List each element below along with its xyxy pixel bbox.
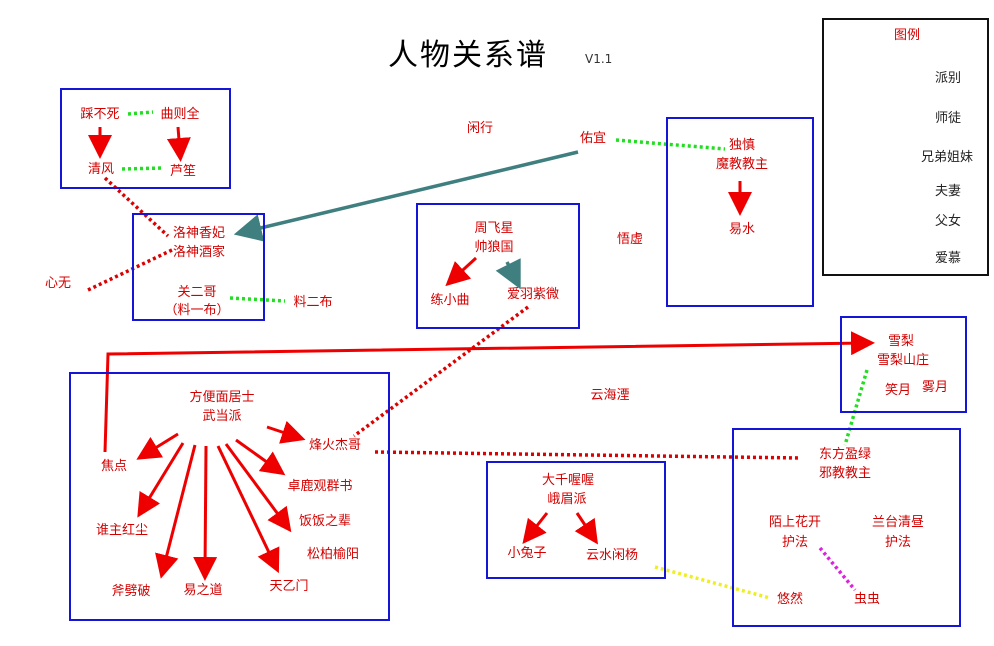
node-dushen-line1: 独慎 (728, 138, 756, 153)
link-qingfeng-lusheng (121, 166, 164, 171)
node-moshang-line1: 陌上花开 (768, 515, 822, 530)
node-xianxing: 闲行 (466, 121, 494, 136)
node-fupipo: 斧劈破 (111, 584, 151, 599)
legend-label-father: 父女 (935, 214, 962, 229)
link-yunshui-youran (654, 565, 771, 600)
node-quzequan: 曲则全 (160, 107, 200, 122)
link-fangbian-zhulu (235, 438, 286, 476)
link-caibusi-quzequan (127, 110, 154, 116)
node-zhoufeixing-line2: 帅狼国 (474, 240, 514, 255)
node-tianyimen: 天乙门 (269, 579, 309, 594)
node-daqian-line1: 大千喔喔 (541, 473, 595, 488)
faction-box-mojiao (666, 117, 814, 307)
node-moshang-line2: 护法 (781, 535, 809, 550)
link-fangbian-fanfan (224, 443, 292, 533)
node-yizhidao: 易之道 (183, 583, 223, 598)
page-title: 人物关系谱 (388, 38, 548, 73)
node-youran: 悠然 (776, 592, 804, 607)
faction-box-emei (486, 461, 666, 579)
node-xiaotuzi: 小兔子 (507, 546, 547, 561)
node-caibusi: 踩不死 (80, 107, 120, 122)
node-fangbian-line1: 方便面居士 (189, 390, 255, 405)
legend-label-spouse: 夫妻 (935, 184, 962, 199)
node-yishui: 易水 (728, 222, 756, 237)
node-xinwu: 心无 (44, 276, 72, 291)
node-luoshen-line1: 洛神香妃 (172, 226, 226, 241)
node-fenghuojiege: 烽火杰哥 (308, 438, 362, 453)
node-guanerge-line2: （料一布） (164, 303, 230, 318)
node-lusheng: 芦笙 (169, 164, 197, 179)
link-zhoufei-aiyu (495, 258, 521, 290)
legend-label-faction: 派别 (935, 71, 962, 86)
faction-box-wudang (69, 372, 390, 621)
link-fangbian-fupipo (155, 444, 197, 579)
version-label: V1.1 (585, 52, 613, 66)
link-daqian-yunshui (574, 512, 598, 545)
node-zhoufeixing-line1: 周飞星 (474, 221, 514, 236)
node-xiaoyue: 笑月 (884, 383, 912, 398)
faction-box-xueli (840, 316, 967, 413)
link-fangbian-yizhidao (193, 445, 218, 581)
faction-box-luoshen (132, 213, 265, 321)
link-xueli-dongfang (843, 369, 869, 446)
legend-label-love: 爱慕 (935, 251, 962, 266)
legend-label-sibling: 兄弟姐妹 (921, 150, 974, 165)
link-quzequan-lusheng (166, 126, 191, 162)
node-zhuluguanqunshu: 卓鹿观群书 (287, 479, 353, 494)
faction-box-qingfeng (60, 88, 231, 189)
node-xueli-line1: 雪梨 (887, 334, 915, 349)
link-zhoufei-lianxiaoqu (445, 256, 478, 287)
spouse-links (654, 565, 771, 600)
node-liaoerbu: 料二布 (293, 295, 333, 310)
node-fanfanzhibei: 饭饭之辈 (298, 514, 352, 529)
node-wuyue: 雾月 (921, 380, 949, 395)
node-xueli-line2: 雪梨山庄 (876, 353, 930, 368)
node-shuizhuhongchen: 谁主红尘 (95, 523, 149, 538)
node-fangbian-line2: 武当派 (202, 409, 242, 424)
link-fenghuo-dongfang (374, 450, 801, 460)
node-daqian-line2: 峨眉派 (547, 492, 587, 507)
node-jiaodian: 焦点 (100, 459, 128, 474)
faction-box-shuailang (416, 203, 580, 329)
node-wuxu: 悟虚 (616, 232, 644, 247)
node-luoshen-line2: 洛神酒家 (172, 245, 226, 260)
legend: 图例 派别 师徒 兄弟姐妹 夫妻 父女 爱慕 (822, 18, 989, 276)
link-fangbian-jiaodian (136, 432, 179, 460)
node-dongfang-line1: 东方盈绿 (818, 447, 872, 462)
mentor-links (88, 126, 875, 581)
link-fangbian-shuizhu (137, 442, 185, 518)
link-fangbian-tianyimen (216, 445, 280, 574)
node-chongchong: 虫虫 (853, 592, 881, 607)
node-lianxiaoqu: 练小曲 (430, 293, 470, 308)
legend-title: 图例 (894, 28, 921, 43)
link-fangbian-fenghuo (266, 420, 306, 444)
sibling-links (121, 110, 869, 446)
faction-box-xiejiao (732, 428, 961, 627)
node-yunhaiyan: 云海湮 (590, 388, 630, 403)
node-dongfang-line2: 邪教教主 (818, 466, 872, 481)
node-dushen-line2: 魔教教主 (715, 157, 769, 172)
legend-label-mentor: 师徒 (935, 111, 962, 126)
node-qingfeng: 清风 (87, 162, 115, 177)
link-jiaodian-xueli (103, 331, 875, 453)
node-yunshuixianyang: 云水闲杨 (585, 548, 639, 563)
link-daqian-xiaotuzi (522, 512, 549, 545)
link-youyi-dushen (615, 138, 726, 151)
father-links (233, 150, 579, 290)
node-guanerge-line1: 关二哥 (177, 285, 217, 300)
node-lantai-line2: 护法 (884, 535, 912, 550)
node-youyi: 佑宜 (579, 131, 607, 146)
node-lantai-line1: 兰台清昼 (871, 515, 925, 530)
node-songbaiyuyang: 松柏榆阳 (306, 547, 360, 562)
node-aiyuziwei: 爱羽紫微 (506, 287, 560, 302)
link-youyi-luoshen (233, 150, 579, 242)
